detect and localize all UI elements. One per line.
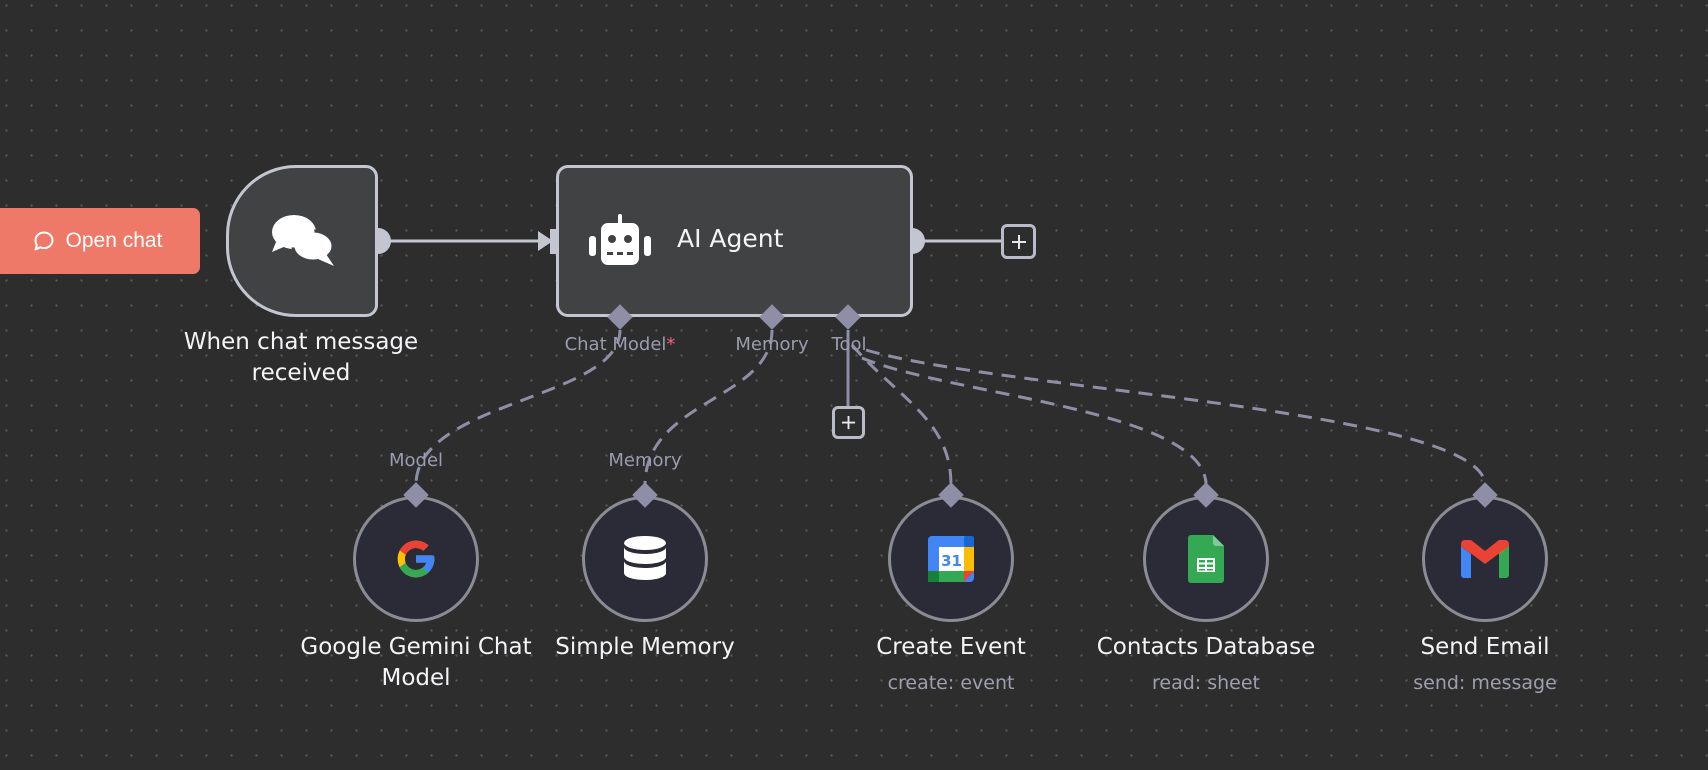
create-event-node[interactable]: 31 <box>888 496 1014 622</box>
send-email-node[interactable] <box>1422 496 1548 622</box>
connection-chat-model[interactable] <box>414 329 622 486</box>
simple-memory-node[interactable] <box>582 496 708 622</box>
gmail-icon <box>1461 540 1509 578</box>
connection-send-email[interactable] <box>865 348 1487 486</box>
trigger-node-title: When chat message received <box>184 327 418 389</box>
add-node-after-agent-button[interactable] <box>1001 224 1036 259</box>
open-chat-label: Open chat <box>65 229 163 252</box>
trigger-title-line1: When chat message <box>183 329 419 355</box>
chat-model-label-text: Chat Model <box>564 334 667 355</box>
connection-arrowhead <box>538 231 553 251</box>
tool-handle-label: Tool <box>831 334 867 355</box>
simple-memory-title: Simple Memory <box>555 634 735 660</box>
open-chat-button[interactable]: Open chat <box>0 208 200 274</box>
send-email-subtitle: send: message <box>1413 672 1557 694</box>
contacts-database-subtitle: read: sheet <box>1152 672 1260 694</box>
chat-bubble-icon <box>34 231 54 251</box>
chat-bubbles-icon <box>272 215 335 266</box>
gemini-chat-model-node[interactable] <box>353 496 479 622</box>
plus-icon <box>841 415 856 430</box>
gemini-node-title: Google Gemini Chat Model <box>300 632 531 694</box>
gemini-title-line1: Google Gemini Chat <box>300 634 532 660</box>
memory-handle-label: Memory <box>735 334 809 355</box>
contacts-database-node[interactable] <box>1143 496 1269 622</box>
google-calendar-icon: 31 <box>928 536 974 582</box>
add-tool-button[interactable] <box>832 406 865 439</box>
memory-input-handle-label: Memory <box>608 450 682 471</box>
required-marker: * <box>666 334 676 355</box>
google-g-icon <box>397 540 435 578</box>
connection-memory[interactable] <box>643 329 774 486</box>
connection-contacts[interactable] <box>861 356 1208 486</box>
gemini-title-line2: Model <box>381 665 451 691</box>
connection-create-event[interactable] <box>850 344 953 486</box>
plus-icon <box>1011 234 1026 249</box>
svg-text:31: 31 <box>941 552 962 570</box>
robot-icon <box>589 214 651 265</box>
trigger-node[interactable] <box>226 165 378 317</box>
trigger-title-line2: received <box>251 360 351 386</box>
google-sheets-icon <box>1188 535 1224 583</box>
ai-agent-title: AI Agent <box>677 224 784 253</box>
gemini-input-handle-label: Model <box>388 450 444 471</box>
create-event-title: Create Event <box>876 634 1026 660</box>
contacts-database-title: Contacts Database <box>1096 634 1316 660</box>
chat-model-handle-label: Chat Model* <box>565 334 676 355</box>
database-icon <box>624 536 666 580</box>
send-email-title: Send Email <box>1420 634 1550 660</box>
create-event-subtitle: create: event <box>887 672 1015 694</box>
